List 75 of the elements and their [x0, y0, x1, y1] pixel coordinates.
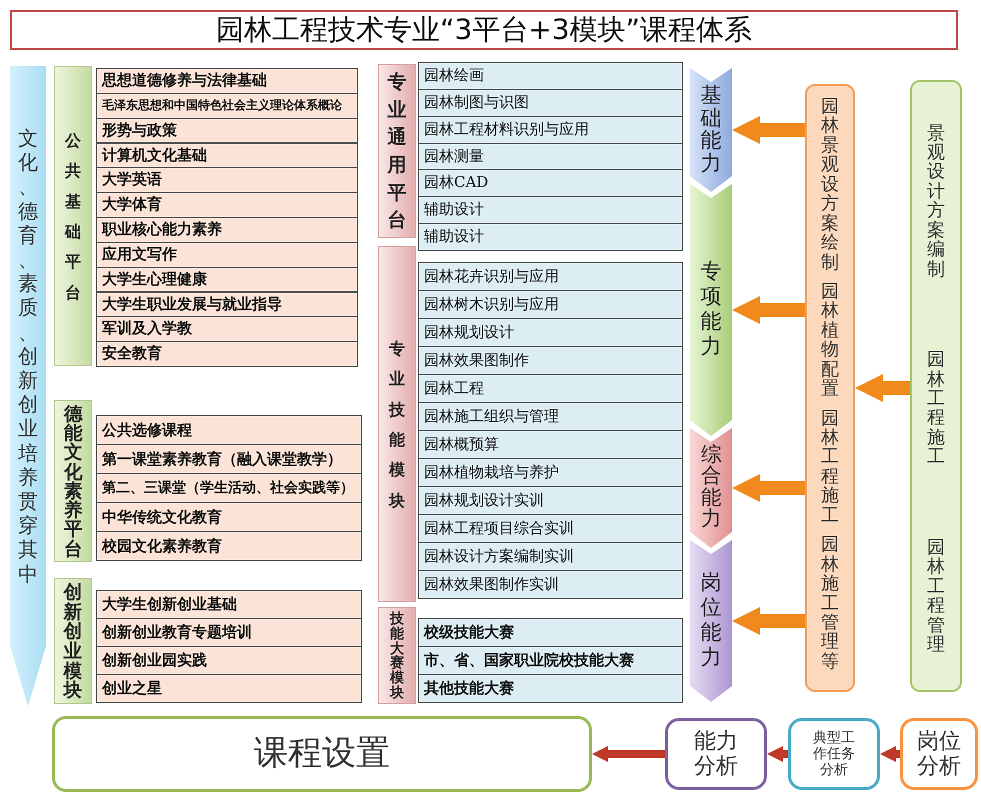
- course-row: 军训及入学教: [96, 316, 358, 342]
- process-box: 能力分析: [665, 718, 767, 790]
- course-row: 园林设计方案编制实训: [418, 542, 683, 571]
- course-row: 思想道德修养与法律基础: [96, 68, 358, 94]
- course-row: 园林制图与识图: [418, 88, 683, 117]
- platform-label-bar: 创新创业模块: [54, 578, 92, 704]
- process-box: 岗位分析: [900, 718, 978, 790]
- course-row: 职业核心能力素养: [96, 217, 358, 243]
- arrow: [767, 746, 788, 762]
- platform-label-bar: 专业技能模块: [378, 246, 416, 602]
- course-row: 园林效果图制作实训: [418, 570, 683, 599]
- notched-banner: 综合能力: [690, 428, 732, 548]
- platform-label-bar: 技能大赛模块: [378, 607, 416, 704]
- course-row: 校园文化素养教育: [96, 531, 362, 561]
- arrow: [592, 746, 665, 762]
- course-row: 园林工程项目综合实训: [418, 514, 683, 543]
- course-row: 辅助设计: [418, 223, 683, 251]
- course-row: 形势与政策: [96, 118, 358, 144]
- course-row: 大学生创新创业基础: [96, 590, 362, 619]
- diagram-title: 园林工程技术专业“3平台+3模块”课程体系: [10, 10, 958, 50]
- course-row: 其他技能大赛: [418, 674, 683, 703]
- course-row: 园林花卉识别与应用: [418, 262, 683, 291]
- course-row: 园林效果图制作: [418, 346, 683, 375]
- course-row: 安全教育: [96, 341, 358, 367]
- arrow: [732, 474, 805, 502]
- task-text: 景观设计方案编制: [926, 124, 946, 280]
- course-row: 大学生职业发展与就业指导: [96, 292, 358, 318]
- course-row: 公共选修课程: [96, 415, 362, 445]
- course-row: 辅助设计: [418, 196, 683, 224]
- course-row: 创新创业教育专题培训: [96, 618, 362, 647]
- platform-label-bar: 专业通用平台: [378, 64, 416, 238]
- course-row: 园林植物栽培与养护: [418, 458, 683, 487]
- task-text: 园林工程管理: [926, 538, 946, 654]
- arrow: [732, 116, 805, 144]
- course-row: 园林规划设计: [418, 318, 683, 347]
- notched-banner: 专项能力: [690, 184, 732, 436]
- task-text: 园林景观设方案绘制: [820, 97, 840, 272]
- platform-label-bar: 公共基础平台: [54, 66, 92, 366]
- process-box: 典型工作任务分析: [788, 718, 880, 790]
- arrow: [855, 374, 910, 402]
- task-text: 园林工程施工: [926, 350, 946, 467]
- process-box: 课程设置: [52, 716, 592, 792]
- notched-banner: 岗位能力: [690, 540, 732, 702]
- arrow: [732, 296, 805, 324]
- course-row: 中华传统文化教育: [96, 502, 362, 532]
- platform-label-bar: 德能文化素养平台: [54, 400, 92, 562]
- course-row: 园林绘画: [418, 62, 683, 90]
- course-row: 第一课堂素养教育（融入课堂教学）: [96, 444, 362, 474]
- task-text: 园林施工管理等: [820, 535, 840, 672]
- course-row: 创新创业园实践: [96, 646, 362, 675]
- course-row: 园林树木识别与应用: [418, 290, 683, 319]
- course-row: 大学生心理健康: [96, 266, 358, 292]
- task-text: 园林植物配置: [820, 282, 840, 399]
- course-row: 毛泽东思想和中国特色社会主义理论体系概论: [96, 92, 358, 119]
- task-text: 园林工程施工: [820, 408, 840, 526]
- course-row: 园林CAD: [418, 169, 683, 198]
- course-row: 园林概预算: [418, 430, 683, 459]
- course-row: 园林施工组织与管理: [418, 402, 683, 431]
- course-row: 第二、三课堂（学生活动、社会实践等）: [96, 473, 362, 503]
- notched-banner: 基础能力: [690, 68, 732, 192]
- course-row: 计算机文化基础: [96, 142, 358, 168]
- course-row: 大学体育: [96, 192, 358, 218]
- course-row: 园林规划设计实训: [418, 486, 683, 515]
- task-column: [805, 84, 855, 692]
- course-row: 园林工程: [418, 374, 683, 403]
- course-row: 校级技能大赛: [418, 618, 683, 647]
- task-column: [910, 80, 962, 692]
- course-row: 大学英语: [96, 167, 358, 194]
- arrow: [880, 746, 900, 762]
- course-row: 创业之星: [96, 674, 362, 703]
- course-row: 市、省、国家职业院校技能大赛: [418, 646, 683, 675]
- course-row: 园林测量: [418, 142, 683, 170]
- arrow: [732, 607, 805, 635]
- course-row: 园林工程材料识别与应用: [418, 116, 683, 144]
- course-row: 应用文写作: [96, 242, 358, 268]
